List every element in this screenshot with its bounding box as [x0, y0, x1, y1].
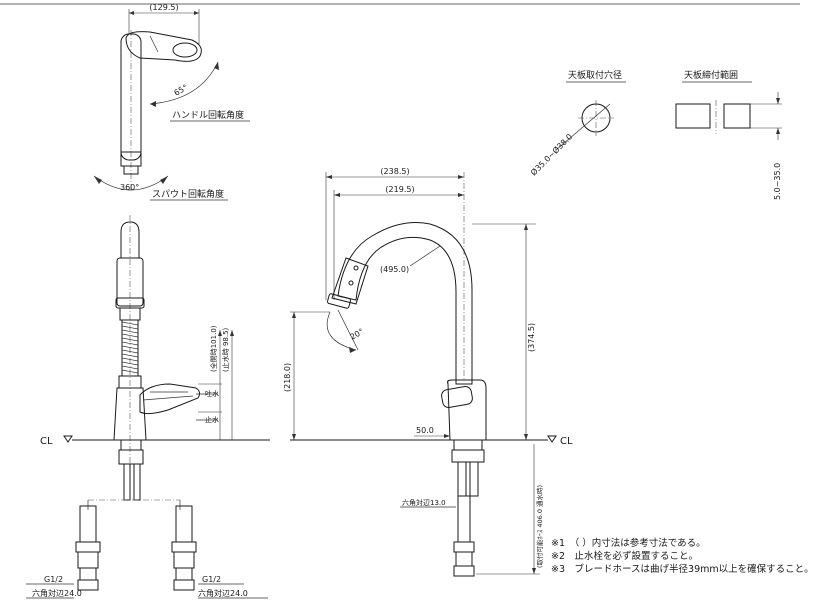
left-thread-label: G1/2	[44, 575, 63, 584]
top-width-label: (129.5)	[149, 3, 178, 12]
side-hose-dim: (取付可能ﾎｰｽ 406.0 通水時)	[535, 485, 544, 568]
left-hex-label: 六角対辺24.0	[32, 588, 82, 598]
side-dim-219: (219.5)	[385, 185, 414, 194]
handle-rotation-caption: ハンドル回転角度	[172, 109, 244, 121]
top-view: (129.5) 65° ハンドル回転角度 360° スパウト回転角度	[93, 3, 250, 201]
note-2: ※2 止水栓を必ず設置すること。	[551, 551, 699, 562]
range-thickness-label: 5.0~35.0	[773, 163, 782, 200]
front-view: (全開時101.0) (止水時 98.5) 吐水 止水 CL	[40, 215, 270, 510]
side-dim-495: (495.0)	[380, 265, 409, 274]
full-open-dim: (全開時101.0)	[209, 325, 218, 372]
right-fitting: G1/2 六角対辺24.0	[171, 505, 268, 599]
water-stop-label: 止水	[205, 415, 219, 424]
right-thread-label: G1/2	[202, 575, 221, 584]
right-hex-label: 六角対辺24.0	[198, 588, 248, 598]
water-out-label: 吐水	[205, 389, 219, 398]
range-title: 天板締付範囲	[684, 69, 738, 81]
side-dim-50: 50.0	[416, 426, 434, 435]
side-angle-label: 20°	[349, 327, 366, 342]
hole-diameter-label: Ø35.0~Ø38.0	[528, 132, 574, 178]
left-fitting: G1/2 六角対辺24.0	[26, 505, 101, 599]
side-dim-238: (238.5)	[380, 167, 409, 176]
hole-detail: 天板取付穴径 Ø35.0~Ø38.0	[528, 69, 626, 177]
side-dim-374: (374.5)	[527, 323, 536, 352]
note-1: ※1 （ ）内寸法は参考寸法である。	[551, 538, 706, 549]
note-3: ※3 ブレードホースは曲げ半径39mm以上を確保すること。	[551, 564, 814, 575]
range-detail: 天板締付範囲 5.0~35.0	[675, 69, 782, 200]
side-view: (238.5) (219.5) (495.0) 20° (374.5)	[283, 167, 573, 577]
handle-angle-label: 65°	[173, 83, 190, 98]
spout-angle-label: 360°	[120, 183, 139, 192]
hole-title: 天板取付穴径	[568, 69, 622, 81]
spout-rotation-caption: スパウト回転角度	[152, 188, 224, 200]
side-hex-label: 六角対辺13.0	[402, 498, 446, 507]
side-cl-label: CL	[560, 436, 573, 447]
front-cl-label: CL	[40, 436, 53, 447]
stop-dim: (止水時 98.5)	[221, 327, 230, 372]
side-dim-218: (218.0)	[283, 363, 292, 392]
notes: ※1 （ ）内寸法は参考寸法である。 ※2 止水栓を必ず設置すること。 ※3 ブ…	[551, 537, 814, 576]
